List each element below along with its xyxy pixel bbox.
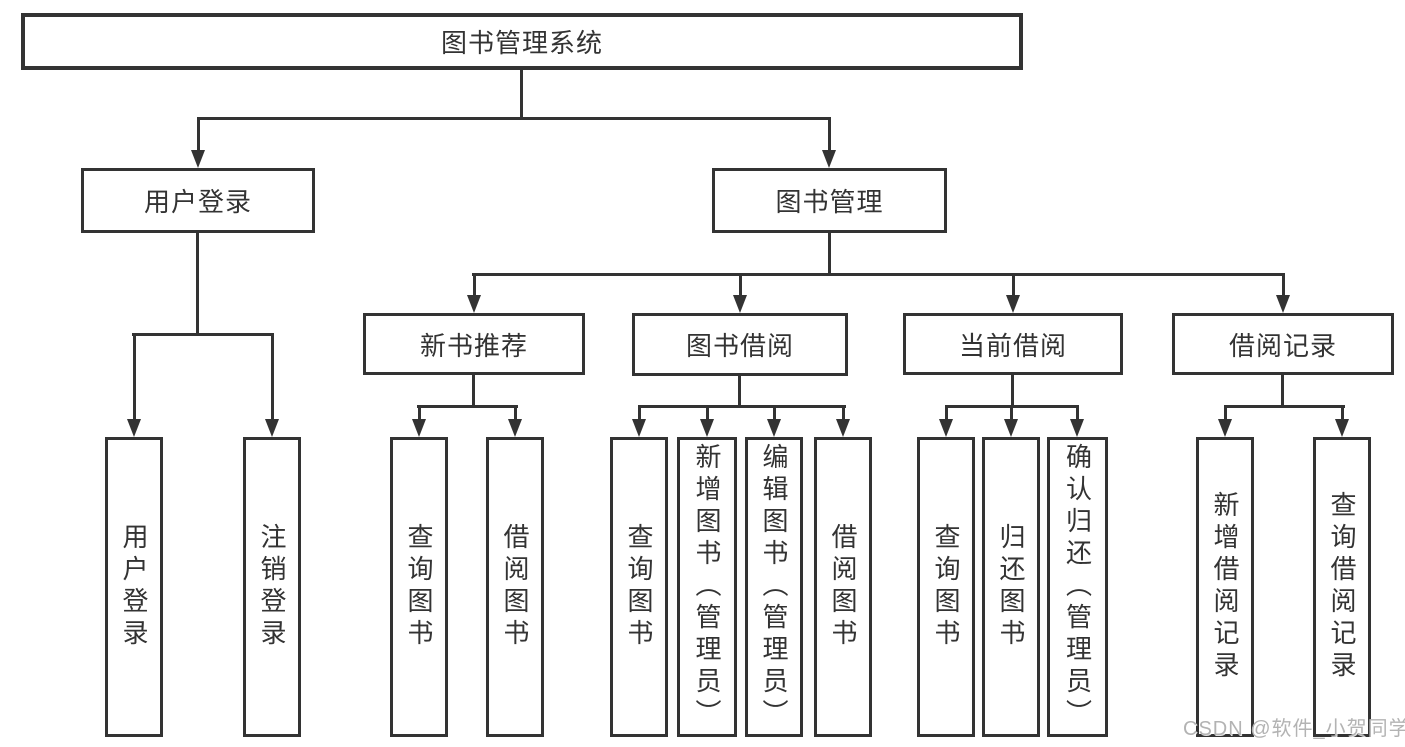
leaf-records-query-record: 查询借阅记录 [1313,437,1371,737]
node-book-borrow: 图书借阅 [632,313,848,376]
connector-arrow [466,275,482,313]
node-label: 归还图书 [996,523,1026,651]
node-book-management: 图书管理 [712,168,947,233]
connector-line [945,405,1079,408]
node-borrow-records: 借阅记录 [1172,313,1394,375]
node-label: 用户登录 [119,523,149,651]
node-label: 查询图书 [624,523,654,651]
node-label: 图书借阅 [685,331,794,361]
connector-line [1281,375,1284,408]
leaf-borrow-query-book: 查询图书 [610,437,668,737]
connector-arrow [1005,275,1021,313]
leaf-newbook-borrow-book: 借阅图书 [486,437,544,737]
watermark-csdn: CSDN @软件_小贺同学 [1183,718,1405,740]
connector-arrow [1275,275,1291,313]
node-label: 图书管理 [775,187,884,217]
node-label: 注销登录 [257,523,287,651]
connector-line [472,273,1285,276]
connector-arrow [1003,407,1019,437]
node-label: 查询图书 [931,523,961,651]
leaf-current-confirm-return-admin: 确认归还（管理员） [1047,437,1108,737]
node-label: 新增图书（管理员） [692,443,722,731]
node-current-borrow: 当前借阅 [903,313,1123,375]
node-label: 借阅图书 [828,523,858,651]
connector-line [1224,405,1345,408]
leaf-logout-login: 注销登录 [243,437,301,737]
connector-arrow [126,335,142,437]
connector-arrow [190,119,206,168]
leaf-current-return-book: 归还图书 [982,437,1040,737]
connector-arrow [821,119,837,168]
connector-arrow [766,407,782,437]
connector-line [196,233,199,336]
connector-line [132,333,274,336]
connector-arrow [835,407,851,437]
node-label: 新书推荐 [419,330,528,361]
connector-arrow [411,407,427,437]
leaf-borrow-edit-book-admin: 编辑图书（管理员） [745,437,803,737]
connector-arrow [507,407,523,437]
connector-line [417,405,518,408]
connector-arrow [1334,407,1350,437]
connector-line [738,376,741,408]
node-label: 新增借阅记录 [1210,491,1240,683]
node-label: 查询图书 [404,523,434,651]
connector-line [828,233,831,276]
node-label: 当前借阅 [958,330,1067,361]
connector-arrow [1217,407,1233,437]
leaf-borrow-add-book-admin: 新增图书（管理员） [677,437,737,737]
node-label: 查询借阅记录 [1327,491,1357,683]
connector-line [472,375,475,408]
connector-line [1011,375,1014,408]
node-label: 图书管理系统 [440,28,603,58]
connector-arrow [631,407,647,437]
connector-line [520,70,523,117]
leaf-borrow-borrow-book: 借阅图书 [814,437,872,737]
leaf-current-query-book: 查询图书 [917,437,975,737]
node-user-login: 用户登录 [81,168,315,233]
node-new-book-recommend: 新书推荐 [363,313,585,375]
node-root: 图书管理系统 [21,13,1023,70]
connector-arrow [732,275,748,313]
connector-arrow [264,335,280,437]
leaf-records-add-record: 新增借阅记录 [1196,437,1254,737]
node-label: 用户登录 [143,187,252,217]
node-label: 确认归还（管理员） [1062,443,1093,731]
leaf-user-login: 用户登录 [105,437,163,737]
node-label: 编辑图书（管理员） [759,443,789,731]
connector-line [197,117,831,120]
connector-arrow [1069,407,1085,437]
connector-arrow [699,407,715,437]
connector-arrow [938,407,954,437]
node-label: 借阅图书 [500,523,530,651]
connector-line [638,405,846,408]
node-label: 借阅记录 [1228,330,1337,361]
leaf-newbook-query-book: 查询图书 [390,437,448,737]
